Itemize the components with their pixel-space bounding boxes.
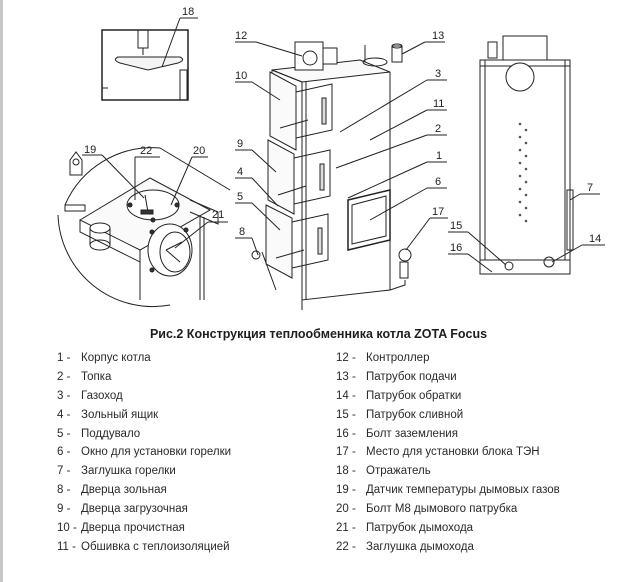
- legend-label: Окно для установки горелки: [81, 446, 232, 459]
- legend-label: Обшивка с теплоизоляцией: [81, 540, 230, 553]
- boiler-main-view: [235, 41, 448, 310]
- legend-number: 9 -: [57, 503, 71, 516]
- legend-label: Датчик температуры дымовых газов: [366, 484, 560, 497]
- callout-2: 2: [435, 123, 441, 135]
- legend-number: 22 -: [336, 540, 356, 553]
- figure-caption: Рис.2 Конструкция теплообменника котла Z…: [149, 327, 488, 341]
- legend-number: 3 -: [57, 389, 71, 402]
- legend-number: 16 -: [336, 427, 356, 440]
- legend-label: Патрубок дымохода: [366, 522, 474, 535]
- callout-6: 6: [435, 176, 441, 188]
- legend-item: 6 - Окно для установки горелки: [57, 443, 231, 462]
- legend-item: 12 - Контроллер: [336, 349, 560, 368]
- callout-18: 18: [182, 6, 194, 18]
- callout-19: 19: [84, 144, 96, 156]
- legend-item: 10 - Дверца прочистная: [57, 519, 231, 538]
- legend-item: 7 - Заглушка горелки: [57, 462, 231, 481]
- legend-item: 3 - Газоход: [57, 387, 231, 406]
- legend-right-column: 12 - Контроллер 13 - Патрубок подачи 14 - П…: [336, 349, 560, 557]
- callout-17: 17: [432, 206, 444, 218]
- callout-10: 10: [235, 70, 247, 82]
- legend-label: Болт М8 дымового патрубка: [366, 503, 518, 516]
- legend-number: 17 -: [336, 446, 356, 459]
- legend-item: 8 - Дверца зольная: [57, 481, 231, 500]
- legend-label: Газоход: [81, 389, 123, 402]
- flue-detail: [57, 147, 231, 308]
- legend-left-column: 1 - Корпус котла 2 - Топка 3 - Газоход 4 - З…: [57, 349, 231, 557]
- legend-number: 20 -: [336, 503, 356, 516]
- callout-22: 22: [140, 145, 152, 157]
- legend-number: 19 -: [336, 484, 356, 497]
- legend-label: Патрубок обратки: [366, 389, 462, 402]
- legend-item: 16 - Болт заземления: [336, 425, 560, 444]
- legend-item: 1 - Корпус котла: [57, 349, 231, 368]
- legend-label: Заглушка дымохода: [366, 540, 474, 553]
- legend-number: 18 -: [336, 465, 356, 478]
- legend-number: 10 -: [57, 522, 77, 535]
- callout-20: 20: [193, 145, 205, 157]
- legend-number: 7 -: [57, 465, 71, 478]
- legend-item: 15 - Патрубок сливной: [336, 406, 560, 425]
- legend-number: 15 -: [336, 408, 356, 421]
- legend-label: Зольный ящик: [81, 408, 159, 421]
- legend-label: Болт заземления: [366, 427, 458, 440]
- legend-number: 13 -: [336, 370, 356, 383]
- callout-1: 1: [436, 150, 442, 162]
- legend-label: Дверца зольная: [81, 484, 167, 497]
- callout-15: 15: [450, 220, 462, 232]
- legend-number: 6 -: [57, 446, 71, 459]
- legend-number: 8 -: [57, 484, 71, 497]
- legend-number: 4 -: [57, 408, 71, 421]
- legend-label: Патрубок сливной: [366, 408, 464, 421]
- callout-9: 9: [237, 138, 243, 150]
- legend-number: 12 -: [336, 352, 356, 364]
- legend-item: 5 - Поддувало: [57, 425, 231, 444]
- legend-item: 9 - Дверца загрузочная: [57, 500, 231, 519]
- boiler-side-view: [448, 35, 605, 275]
- callout-13: 13: [432, 30, 444, 42]
- callout-21: 21: [212, 209, 224, 221]
- callout-5: 5: [237, 191, 243, 203]
- legend-label: Место для установки блока ТЭН: [366, 446, 540, 459]
- legend-number: 1 -: [57, 352, 71, 364]
- legend-label: Дверца загрузочная: [81, 503, 188, 516]
- callout-11: 11: [433, 98, 444, 110]
- callout-16: 16: [450, 242, 462, 254]
- legend-label: Контроллер: [366, 352, 430, 364]
- boiler-construction-figure: 18 19 22 20 21 12 13 10 3 11 2 9 1 4 6 5…: [40, 0, 620, 310]
- callout-3: 3: [435, 68, 441, 80]
- legend-item: 22 - Заглушка дымохода: [336, 538, 560, 557]
- legend-number: 5 -: [57, 427, 71, 440]
- legend-label: Патрубок подачи: [366, 370, 457, 383]
- legend-item: 14 - Патрубок обратки: [336, 387, 560, 406]
- legend-number: 21 -: [336, 522, 356, 535]
- legend-item: 17 - Место для установки блока ТЭН: [336, 443, 560, 462]
- legend-number: 11 -: [57, 540, 76, 553]
- boiler-drawing: 18 19 22 20 21 12 13 10 3 11 2 9 1 4 6 5…: [57, 6, 605, 310]
- legend-item: 11 - Обшивка с теплоизоляцией: [57, 538, 231, 557]
- callout-4: 4: [237, 166, 243, 178]
- page-edge: [0, 0, 3, 582]
- legend-label: Заглушка горелки: [81, 465, 176, 478]
- callout-12: 12: [235, 30, 247, 42]
- callout-7: 7: [587, 182, 593, 194]
- legend-label: Отражатель: [366, 465, 431, 478]
- legend-label: Дверца прочистная: [81, 522, 185, 535]
- legend-item: 4 - Зольный ящик: [57, 406, 231, 425]
- callout-14: 14: [589, 233, 601, 245]
- callout-8: 8: [239, 226, 245, 238]
- legend-label: Поддувало: [81, 427, 141, 440]
- vent-holes: [518, 122, 528, 223]
- legend-label: Топка: [81, 370, 112, 383]
- legend-label: Корпус котла: [81, 352, 151, 364]
- legend-item: 20 - Болт М8 дымового патрубка: [336, 500, 560, 519]
- legend-number: 2 -: [57, 370, 71, 383]
- legend-item: 19 - Датчик температуры дымовых газов: [336, 481, 560, 500]
- legend-number: 14 -: [336, 389, 356, 402]
- legend-item: 18 - Отражатель: [336, 462, 560, 481]
- legend-item: 13 - Патрубок подачи: [336, 368, 560, 387]
- legend-item: 2 - Топка: [57, 368, 231, 387]
- legend-item: 21 - Патрубок дымохода: [336, 519, 560, 538]
- reflector-detail: [101, 17, 198, 101]
